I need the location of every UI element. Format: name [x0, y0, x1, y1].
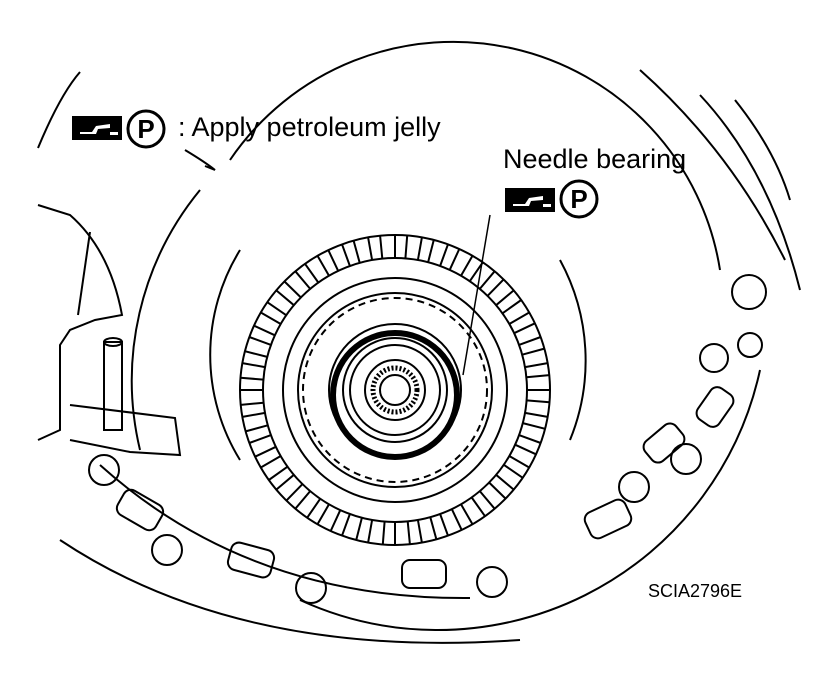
- case-edge-right-outer-3: [734, 99, 791, 201]
- top-sleeve: [184, 149, 216, 171]
- clutch-tooth: [524, 362, 550, 379]
- clutch-tooth: [526, 389, 550, 404]
- housing-arc-left: [130, 189, 201, 451]
- housing-arc-bottom-outer: [59, 539, 521, 644]
- bolt-holes: [88, 274, 767, 604]
- guide-arc-right: [559, 259, 587, 441]
- clutch-tooth: [275, 280, 302, 306]
- clutch-tooth: [248, 324, 276, 346]
- clutch-tooth: [522, 411, 548, 430]
- pin: [103, 341, 123, 431]
- clutch-tooth: [329, 509, 351, 537]
- clutch-tooth: [341, 240, 361, 267]
- clutch-tooth: [316, 249, 340, 277]
- bolt-slots: [115, 386, 735, 589]
- clutch-tooth: [439, 243, 461, 271]
- clutch-tooth: [394, 235, 409, 259]
- housing-arc-top: [229, 40, 721, 271]
- clutch-tooth: [514, 434, 542, 456]
- clutch-tooth: [240, 401, 266, 418]
- clutch-tooth: [381, 521, 396, 545]
- clutch-tooth: [260, 301, 287, 325]
- clutch-tooth: [479, 270, 505, 297]
- clutch-tooth: [285, 483, 311, 510]
- legend-text: : Apply petroleum jelly: [178, 112, 441, 142]
- housing-arc-bottom-right: [299, 369, 761, 631]
- svg-text:P: P: [137, 114, 154, 144]
- clutch-tooth: [240, 376, 264, 391]
- clutch-tooth: [268, 465, 295, 491]
- petroleum-jelly-symbol: P: [126, 109, 166, 149]
- clutch-drum: [239, 234, 551, 546]
- case-edge-right-outer: [639, 69, 786, 261]
- left-plate: [69, 404, 182, 457]
- clutch-tooth: [460, 255, 484, 282]
- needle-bearing-label: Needle bearing: [503, 144, 687, 174]
- clutch-tooth: [242, 350, 268, 369]
- grease-gun-icon: [505, 188, 555, 212]
- clutch-tooth: [254, 445, 282, 469]
- clutch-tooth: [429, 513, 449, 540]
- clutch-tooth: [503, 455, 530, 479]
- clutch-tooth: [367, 235, 384, 261]
- needle-bearing-assembly: [328, 323, 462, 460]
- clutch-teeth: [240, 235, 550, 545]
- clutch-tooth: [508, 311, 536, 335]
- clutch-tooth: [294, 263, 320, 290]
- pin-top: [103, 337, 123, 347]
- clutch-tooth: [306, 498, 330, 525]
- grease-gun-icon: [72, 116, 122, 140]
- guide-arc-left: [209, 249, 241, 461]
- clutch-tooth: [488, 474, 515, 500]
- left-bracket-edge: [77, 231, 91, 316]
- clutch-tooth: [245, 424, 272, 444]
- housing-arc-bottom: [99, 464, 471, 600]
- clutch-tooth: [450, 503, 474, 531]
- clutch-tooth: [518, 336, 545, 356]
- needle-bearing-leader: [462, 214, 491, 376]
- clutch-tooth: [470, 490, 496, 517]
- petroleum-jelly-symbol: P: [559, 179, 599, 219]
- figure-code: SCIA2796E: [648, 581, 743, 601]
- clutch-tooth: [416, 237, 435, 263]
- clutch-tooth: [495, 289, 522, 315]
- svg-text:P: P: [570, 184, 587, 214]
- left-bracket: [37, 204, 124, 441]
- clutch-tooth: [355, 517, 374, 543]
- case-edge-right-outer-2: [699, 94, 801, 291]
- clutch-tooth: [406, 519, 423, 545]
- case-edge-left: [37, 71, 81, 149]
